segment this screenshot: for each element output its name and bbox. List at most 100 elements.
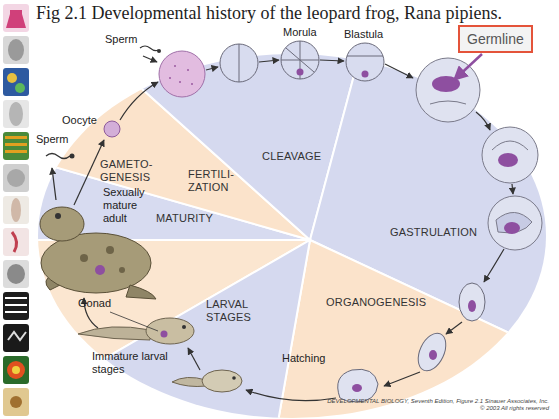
tadpoles [78,318,242,392]
credit-line: © 2003 All rights reserved [480,405,549,412]
drawing-part [10,396,22,408]
drawing-part [55,213,61,219]
part-label: Gonad [78,297,111,310]
drawing-part [352,384,362,392]
drawing-part [119,267,125,273]
drawing-part [140,46,158,51]
adult-frog [40,207,156,299]
drawing-part [7,264,25,284]
highlight-box: Germline [458,25,533,53]
stage-name: ORGANOGENESIS [326,296,426,309]
drawing-part [179,81,181,83]
drawing-part [3,164,29,192]
egg-and-gametes [46,46,205,159]
drawing-part [8,332,26,340]
drawing-part [281,41,319,79]
drawing-part [46,154,70,159]
drawing-part [259,60,279,62]
stage-label: Morula [283,26,317,39]
drawing-part [7,169,25,187]
drawing-part [70,154,75,159]
drawing-part [429,350,437,360]
drawing-part [5,136,27,139]
drawing-part [169,77,171,79]
drawing-part [3,100,29,128]
drawing-part [476,112,490,130]
drawing-part [385,64,413,78]
drawing-part [3,68,29,96]
stage-name: GASTRULATION [390,226,477,239]
drawing-part [188,348,200,370]
stage-label: Sexually mature adult [103,186,153,225]
stage-name: MATURITY [156,212,213,225]
gonad-leader [110,312,158,331]
drawing-part [3,132,29,160]
stage-name: FERTILI- ZATION [188,168,244,194]
stage-label: Immature larval stages [92,350,170,376]
drawing-part [504,222,520,234]
drawing-part [5,150,27,153]
thumbnail-strip [3,4,29,416]
drawing-part [512,184,513,194]
drawing-part [346,43,384,81]
stage-name: LARVAL STAGES [206,298,262,324]
drawing-part [484,249,504,282]
drawing-part [384,372,420,386]
drawing-part [3,4,29,32]
drawing-part [12,232,17,252]
drawing-part [202,370,242,392]
drawing-part [430,101,466,104]
germline-pointer [454,54,482,80]
drawing-part [338,369,378,402]
drawing-part [12,366,20,374]
drawing-part [459,283,485,321]
drawing-part [157,49,161,53]
drawing-part [362,71,369,78]
gamete-label: Sperm [36,133,68,146]
stage-name: GAMETO- GENESIS [100,158,156,184]
drawing-part [9,102,23,126]
drawing-part [498,153,518,167]
drawing-part [413,329,452,375]
drawing-part [220,44,258,82]
drawing-part [106,246,114,254]
drawing-part [182,325,186,329]
gastrula-embryos [416,58,542,250]
drawing-part [5,297,27,299]
drawing-part [40,207,84,241]
drawing-part [126,285,156,299]
drawing-part [52,168,56,200]
drawing-part [3,388,29,416]
drawing-part [95,265,105,275]
drawing-part [492,141,528,150]
drawing-part [41,233,151,293]
drawing-part [246,390,336,401]
drawing-part [3,36,29,64]
drawing-part [5,143,27,146]
drawing-part [159,51,205,97]
drawing-part [3,260,29,288]
drawing-part [3,324,29,352]
drawing-part [120,82,158,120]
drawing-part [3,356,29,384]
drawing-part [172,377,206,386]
drawing-part [11,198,21,222]
drawing-part [8,39,24,61]
drawing-part [416,58,480,122]
box-label: Germline [467,31,524,47]
drawing-part [143,56,157,62]
drawing-part [3,228,29,256]
drawing-part [161,331,168,338]
drawing-part [187,69,189,71]
figure-title: Fig 2.1 Developmental history of the leo… [36,2,502,24]
cycle-arrows [52,56,513,401]
drawing-part [146,318,194,344]
drawing-part [482,127,538,183]
drawing-part [191,83,193,85]
cell-label: Oocyte [62,114,97,127]
drawing-part [3,196,29,224]
drawing-part [206,67,218,70]
drawing-part [74,140,104,205]
